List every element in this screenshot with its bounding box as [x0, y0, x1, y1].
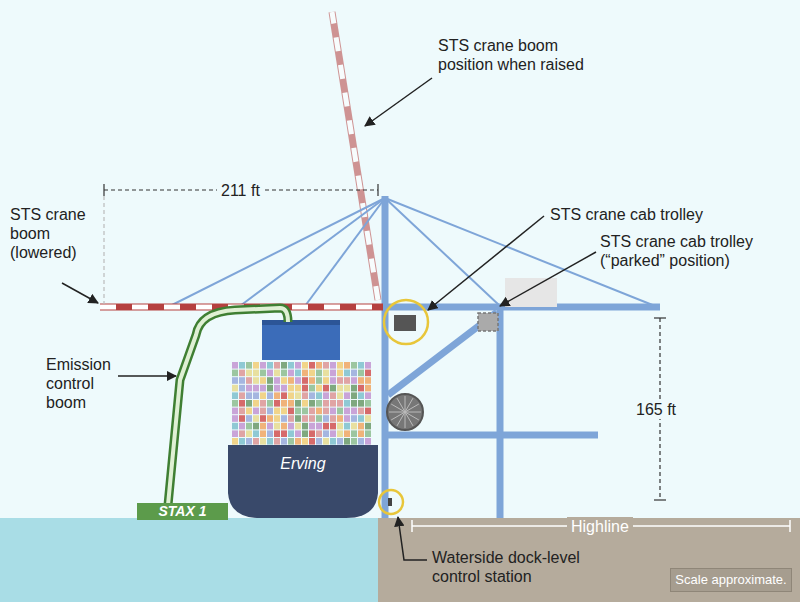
dimension-label: Highline [567, 517, 633, 536]
ship-hull: Erving [228, 445, 378, 518]
callout-text: STS crane boom position when raised [438, 36, 613, 74]
callout-text: Emission control boom [46, 355, 118, 412]
parked-trolley [478, 313, 498, 331]
container-stack [232, 362, 371, 445]
control-station [388, 498, 392, 506]
barge: STAX 1 [137, 503, 228, 520]
highlight-ring [379, 490, 403, 514]
callout-text: Waterside dock-level control station [432, 548, 602, 586]
callout-text: STS crane boom (lowered) [10, 205, 92, 262]
dimension-label: 211 ft [217, 181, 264, 200]
dimension-label: 165 ft [632, 400, 680, 419]
dimension-211 [104, 184, 378, 304]
node-text: Erving [228, 445, 378, 473]
leader-lines [62, 78, 596, 560]
dock [378, 518, 800, 602]
scale-note: Scale approximate. [670, 568, 792, 592]
node-text: Scale approximate. [671, 569, 791, 591]
raised-boom [332, 12, 378, 300]
machinery-house [505, 278, 557, 307]
cab-trolley [394, 315, 416, 331]
cable-reel [387, 394, 423, 430]
water [0, 518, 800, 602]
callout-text: STS crane cab trolley [550, 205, 703, 224]
node-text: STAX 1 [137, 503, 228, 520]
bridge-roof [262, 320, 340, 325]
ship-bridge [262, 320, 340, 360]
callout-text: STS crane cab trolley (“parked” position… [600, 232, 775, 270]
highlight-ring [384, 300, 428, 344]
